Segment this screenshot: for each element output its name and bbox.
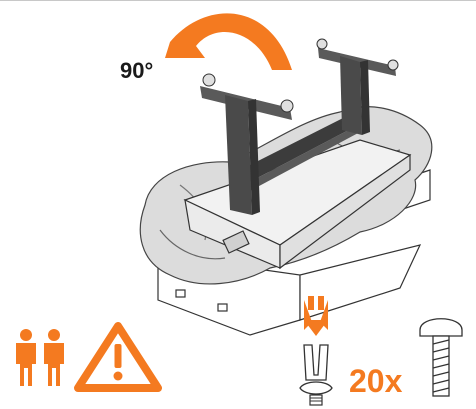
screwdriver-icon [299,296,333,406]
rotate-arrow-icon [165,13,292,70]
screw-icon [419,318,463,397]
printer-body [183,139,412,270]
screw-count-label: 20x [349,363,403,399]
two-people-icon [16,329,64,386]
stand-crossbar [240,112,360,193]
warning-triangle-icon [74,322,162,392]
top-divider [0,0,476,1]
stand-left-leg [200,73,294,215]
rotation-angle-label: 90° [120,58,154,83]
stand-right-leg [316,38,399,135]
